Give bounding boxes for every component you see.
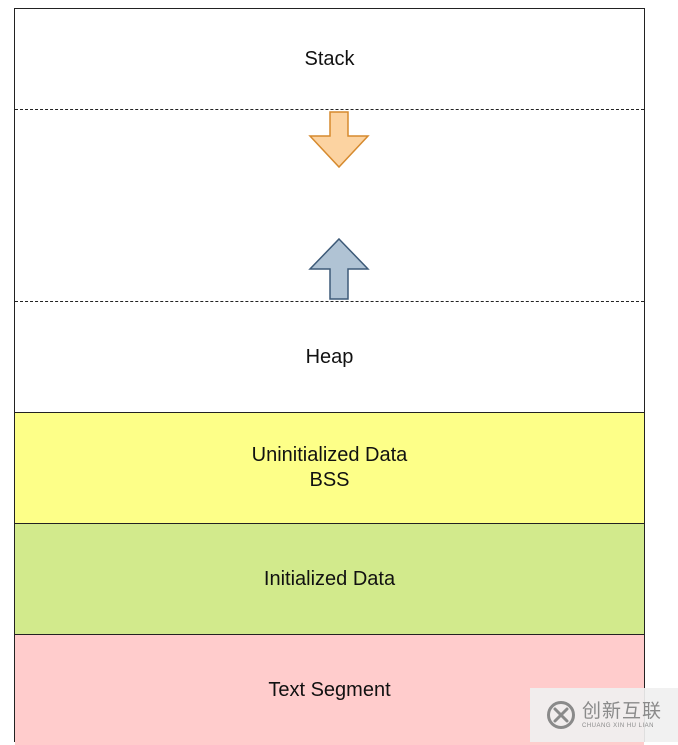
arrow-down-icon [308,111,370,169]
memory-block: Stack Heap Uninitialized Data BSS Initia… [14,8,645,745]
stack-segment: Stack [15,9,644,110]
bss-label-line2: BSS [309,469,350,491]
watermark-text: 创新互联 CHUANG XIN HU LIAN [581,699,662,729]
logo-icon [546,701,575,729]
initialized-data-label: Initialized Data [263,567,396,590]
text-segment-label: Text Segment [268,678,391,701]
stack-label: Stack [304,48,355,70]
heap-segment: Heap [15,302,644,412]
bss-segment: Uninitialized Data BSS [15,412,644,523]
heap-boundary-dashed-line [15,301,644,302]
watermark-en: CHUANG XIN HU LIAN [581,722,654,729]
initialized-data-segment: Initialized Data [15,523,644,634]
stack-boundary-dashed-line [15,109,644,110]
bss-label-line1: Uninitialized Data [251,444,408,466]
arrow-up-icon [308,237,370,300]
heap-label: Heap [305,345,354,368]
watermark-cn: 创新互联 [581,699,662,722]
watermark: 创新互联 CHUANG XIN HU LIAN [530,688,678,742]
